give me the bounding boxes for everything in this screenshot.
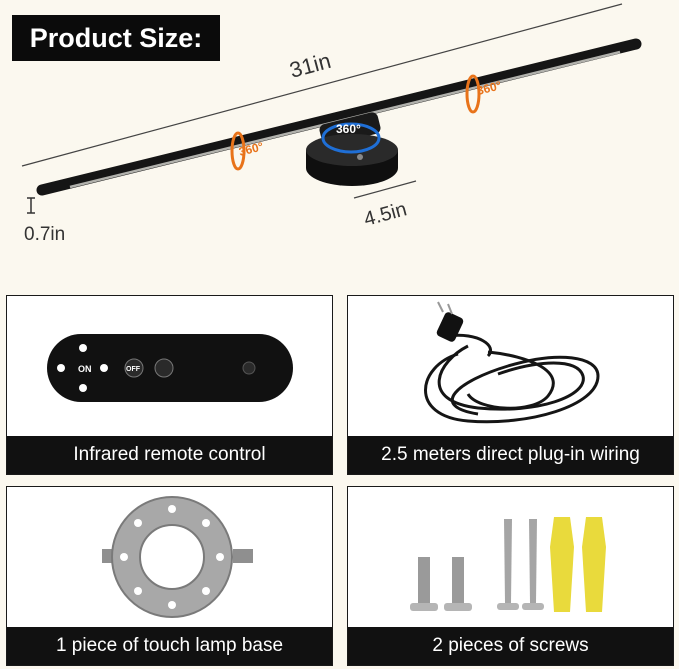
rotation-center-icon: 360° bbox=[321, 122, 381, 154]
ir-sensor bbox=[242, 361, 256, 375]
base-image bbox=[7, 487, 332, 627]
diameter-label: 0.7in bbox=[24, 224, 65, 245]
wiring-image bbox=[348, 296, 673, 436]
rotation-right-icon: 360° bbox=[465, 74, 503, 114]
plug bbox=[436, 312, 464, 342]
mode-icon bbox=[79, 344, 87, 352]
screws-image bbox=[348, 487, 673, 627]
remote-caption: Infrared remote control bbox=[7, 436, 332, 474]
lamp-dimension-diagram: 31in 0.7in 4.5in 360° 360° 360° bbox=[21, 3, 642, 245]
power-cord bbox=[424, 333, 600, 424]
wiring-card: 2.5 meters direct plug-in wiring bbox=[347, 295, 674, 475]
screws-caption: 2 pieces of screws bbox=[348, 627, 673, 665]
rotation-left-icon: 360° bbox=[230, 131, 265, 171]
svg-text:360°: 360° bbox=[237, 139, 265, 159]
on-button-label: ON bbox=[78, 364, 92, 374]
brightness-up-icon bbox=[100, 364, 108, 372]
length-label: 31in bbox=[287, 48, 334, 83]
remote-card: ON OFF Infrared remote control bbox=[6, 295, 333, 475]
lamp-bar bbox=[36, 38, 642, 196]
base-width-line bbox=[353, 180, 417, 199]
bracket-tab-right bbox=[233, 549, 253, 563]
brightness-down-icon bbox=[57, 364, 65, 372]
wood-screws bbox=[497, 519, 544, 610]
length-dimension-line bbox=[21, 3, 623, 167]
product-size-title: Product Size: bbox=[12, 15, 220, 61]
wiring-caption: 2.5 meters direct plug-in wiring bbox=[348, 436, 673, 474]
screws-card: 2 pieces of screws bbox=[347, 486, 674, 666]
machine-screws bbox=[410, 557, 472, 611]
wall-anchors bbox=[550, 517, 606, 612]
mode-icon-2 bbox=[79, 384, 87, 392]
timer-icon bbox=[154, 358, 174, 378]
remote-image: ON OFF bbox=[7, 296, 332, 436]
svg-text:360°: 360° bbox=[475, 78, 503, 98]
product-size-section: 31in 0.7in 4.5in 360° 360° 360° bbox=[0, 0, 679, 280]
off-button-label: OFF bbox=[126, 366, 141, 373]
svg-text:360°: 360° bbox=[336, 122, 361, 136]
base-caption: 1 piece of touch lamp base bbox=[7, 627, 332, 665]
base-width-label: 4.5in bbox=[362, 198, 410, 230]
base-card: 1 piece of touch lamp base bbox=[6, 486, 333, 666]
